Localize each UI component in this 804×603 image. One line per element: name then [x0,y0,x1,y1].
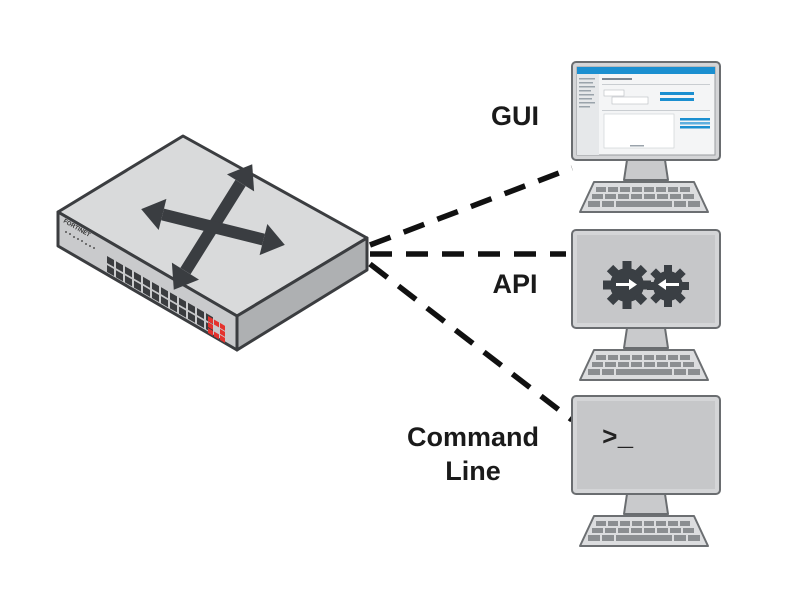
switch-side [235,236,369,352]
switch-status-dots [65,231,95,249]
fortinet-logo-icon [208,316,225,343]
command-line-label: Command Line [384,420,562,488]
monitor-stand [623,159,669,181]
cli-screen [577,401,715,489]
gui-monitor [571,61,721,213]
cli-monitor: >_ [571,395,721,547]
command-line-label-line2: Line [445,456,501,486]
crossed-arrows-icon [141,164,285,290]
connection-lines [368,165,574,423]
keyboard [579,515,709,547]
api-monitor [571,229,721,381]
gui-label: GUI [490,101,539,131]
monitor-stand [623,327,669,349]
keyboard [579,181,709,213]
api-arrows-icon [616,279,679,290]
monitor-stand [623,493,669,515]
network-switch: FORTINET [56,134,369,352]
terminal-prompt-icon: >_ [602,423,634,453]
keyboard [579,349,709,381]
api-label: API [492,269,538,299]
command-line-label-line1: Command [406,422,539,452]
gui-connection-line [369,165,573,248]
gui-screenshot-content [577,67,715,155]
api-screen [577,235,715,323]
cli-connection-line [368,261,574,423]
